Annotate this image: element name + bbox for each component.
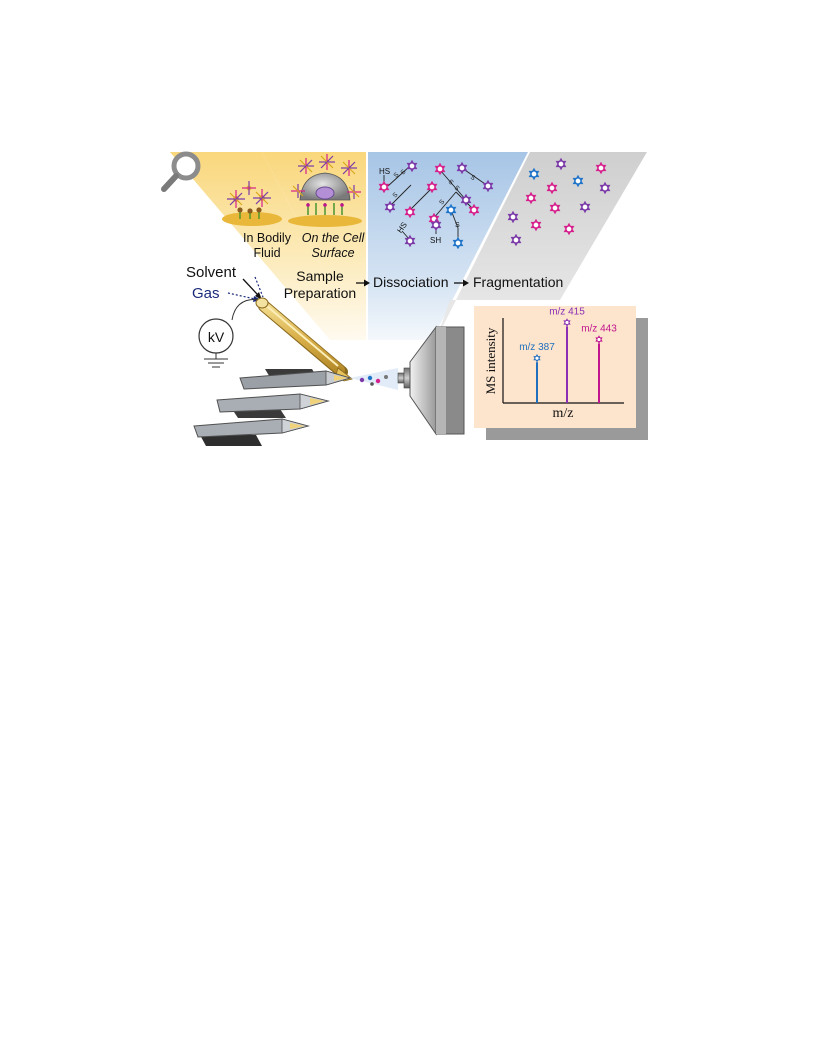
dissociation-star xyxy=(426,180,438,194)
dissociation-star xyxy=(434,162,446,176)
svg-text:S: S xyxy=(438,198,447,206)
dissociation-star xyxy=(456,161,468,175)
spectrum-peak-star xyxy=(563,318,571,327)
svg-text:S: S xyxy=(399,168,407,176)
spectrum-peak-label: m/z 443 xyxy=(581,324,617,335)
x-axis-label: m/z xyxy=(553,406,574,421)
spectrum-axes: MS intensity m/z xyxy=(483,318,624,421)
fragmentation-star xyxy=(549,201,561,215)
cell-surface-illustration xyxy=(288,154,362,227)
emitter-blade-stack xyxy=(193,369,352,446)
fragmentation-star xyxy=(572,174,584,188)
in-bodily-label-line1: In Bodily xyxy=(243,231,292,245)
dissociation-star xyxy=(482,179,494,193)
gas-label: Gas xyxy=(192,285,220,302)
in-bodily-label-line2: Fluid xyxy=(253,246,280,260)
fragmentation-star xyxy=(595,161,607,175)
fragmentation-star xyxy=(579,200,591,214)
dissociation-star xyxy=(404,205,416,219)
gray-panel-fragmentation xyxy=(436,152,647,340)
kv-label: kV xyxy=(208,329,225,345)
spray-plume xyxy=(350,368,398,390)
sample-prep-label-line2: Preparation xyxy=(284,285,356,301)
dissociation-star xyxy=(428,212,440,226)
dissociation-star xyxy=(460,193,472,207)
sh-label: SH xyxy=(430,236,441,245)
fragmentation-star xyxy=(563,222,575,236)
fragmentation-star xyxy=(528,167,540,181)
nanoelectrospray-emitter xyxy=(255,297,353,382)
dissociation-star xyxy=(430,218,442,232)
fragmentation-star xyxy=(507,210,519,224)
cell-surface-label-line1: On the Cell xyxy=(302,231,366,245)
dissociation-label: Dissociation xyxy=(373,274,448,290)
magnifier-icon xyxy=(161,151,201,192)
blade-1 xyxy=(239,369,352,390)
flow-arrows xyxy=(356,279,469,287)
cell-surface-label-line2: Surface xyxy=(311,246,354,260)
yellow-panel-bodily-fluid xyxy=(170,152,360,340)
fragmentation-stars xyxy=(507,157,611,247)
fragmentation-star xyxy=(510,233,522,247)
solvent-label: Solvent xyxy=(186,264,237,281)
dissociation-star xyxy=(452,236,464,250)
dissociation-star xyxy=(406,159,418,173)
fragmentation-star xyxy=(555,157,567,171)
spectrum-background xyxy=(474,306,636,428)
mass-spectrum-panel: MS intensity m/z m/z 387 m/z 415 m/z 443 xyxy=(474,306,648,440)
blue-panel-dissociation xyxy=(368,152,528,340)
background-panels xyxy=(170,152,647,340)
y-axis-label: MS intensity xyxy=(483,327,498,394)
blade-2 xyxy=(216,393,330,418)
dissociation-stars xyxy=(378,159,494,250)
fragmentation-label: Fragmentation xyxy=(473,274,563,290)
svg-text:S: S xyxy=(392,171,400,179)
spectrum-peak-star xyxy=(533,354,541,363)
fragmentation-star xyxy=(546,181,558,195)
dissociation-star xyxy=(468,203,480,217)
svg-text:S: S xyxy=(469,174,477,183)
s-bond-label: S xyxy=(455,222,460,229)
spectrum-peak-label: m/z 387 xyxy=(519,342,555,353)
dissociation-star xyxy=(445,203,457,217)
svg-text:S: S xyxy=(453,184,461,192)
svg-text:S: S xyxy=(447,178,455,186)
svg-text:S: S xyxy=(391,191,399,199)
voltage-source: kV xyxy=(198,298,263,368)
fragmentation-star xyxy=(599,181,611,195)
sample-prep-label-line1: Sample xyxy=(296,268,344,284)
panel-labels: In Bodily Fluid On the Cell Surface Solv… xyxy=(186,231,563,302)
fragmentation-star xyxy=(530,218,542,232)
spectrum-peak-star xyxy=(595,335,603,344)
blade-3 xyxy=(193,418,310,446)
dissociation-star xyxy=(404,234,416,248)
dissociation-star xyxy=(378,180,390,194)
fragmentation-star xyxy=(525,191,537,205)
dissociation-star xyxy=(384,200,396,214)
bodily-fluid-illustration xyxy=(222,181,282,226)
ms-inlet xyxy=(397,325,465,436)
spectrum-peaks: m/z 387 m/z 415 m/z 443 xyxy=(519,307,617,403)
hs-label-1: HS xyxy=(379,167,390,176)
spectrum-peak-label: m/z 415 xyxy=(549,307,585,318)
